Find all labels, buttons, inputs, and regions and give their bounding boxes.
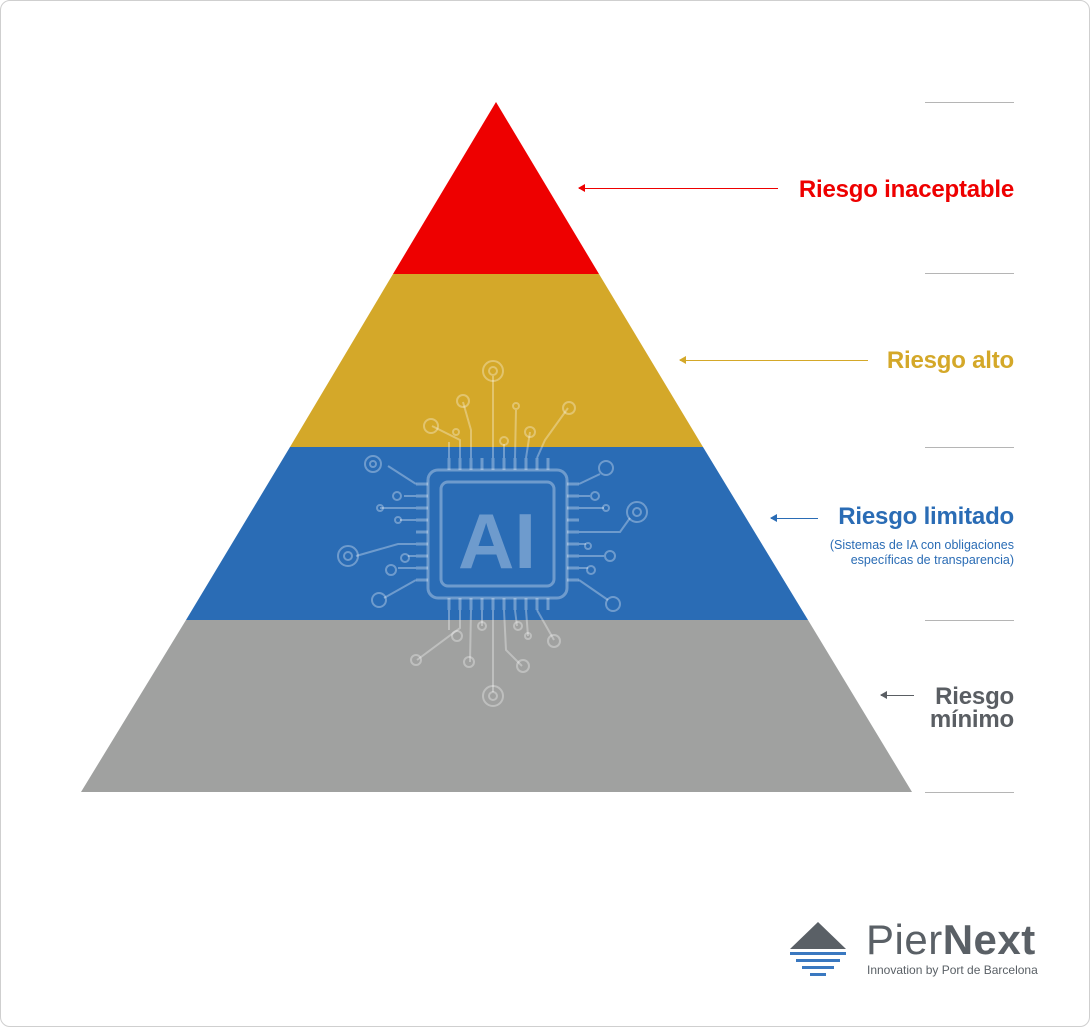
brand-tagline: Innovation by Port de Barcelona bbox=[867, 963, 1038, 977]
arrow-limited-icon bbox=[770, 514, 818, 522]
label-limited: Riesgo limitado bbox=[838, 503, 1014, 530]
ai-chip-icon bbox=[337, 360, 648, 707]
band-unacceptable bbox=[393, 102, 599, 274]
brand-name: PierNext bbox=[866, 918, 1036, 962]
ai-chip-text: AI bbox=[458, 497, 536, 585]
arrow-unacceptable-icon bbox=[578, 184, 778, 192]
arrow-high-icon bbox=[679, 356, 868, 364]
separator-line bbox=[925, 447, 1014, 448]
band-limited bbox=[186, 447, 808, 620]
band-high bbox=[290, 274, 703, 447]
arrow-minimal-icon bbox=[880, 691, 914, 699]
separator-line bbox=[925, 792, 1014, 793]
band-minimal bbox=[81, 620, 912, 792]
brand-name-part1: Pier bbox=[866, 916, 943, 963]
label-unacceptable: Riesgo inaceptable bbox=[798, 176, 1014, 203]
label-high: Riesgo alto bbox=[886, 347, 1014, 374]
separator-line bbox=[925, 620, 1014, 621]
label-limited-note: (Sistemas de IA con obligaciones específ… bbox=[829, 538, 1014, 567]
piernext-logo-icon bbox=[790, 922, 846, 976]
separator-line bbox=[925, 273, 1014, 274]
label-minimal-line2: mínimo bbox=[929, 706, 1014, 733]
label-minimal-line1: Riesgo bbox=[935, 683, 1014, 710]
brand-name-part2: Next bbox=[942, 916, 1036, 963]
separator-line bbox=[925, 102, 1014, 103]
